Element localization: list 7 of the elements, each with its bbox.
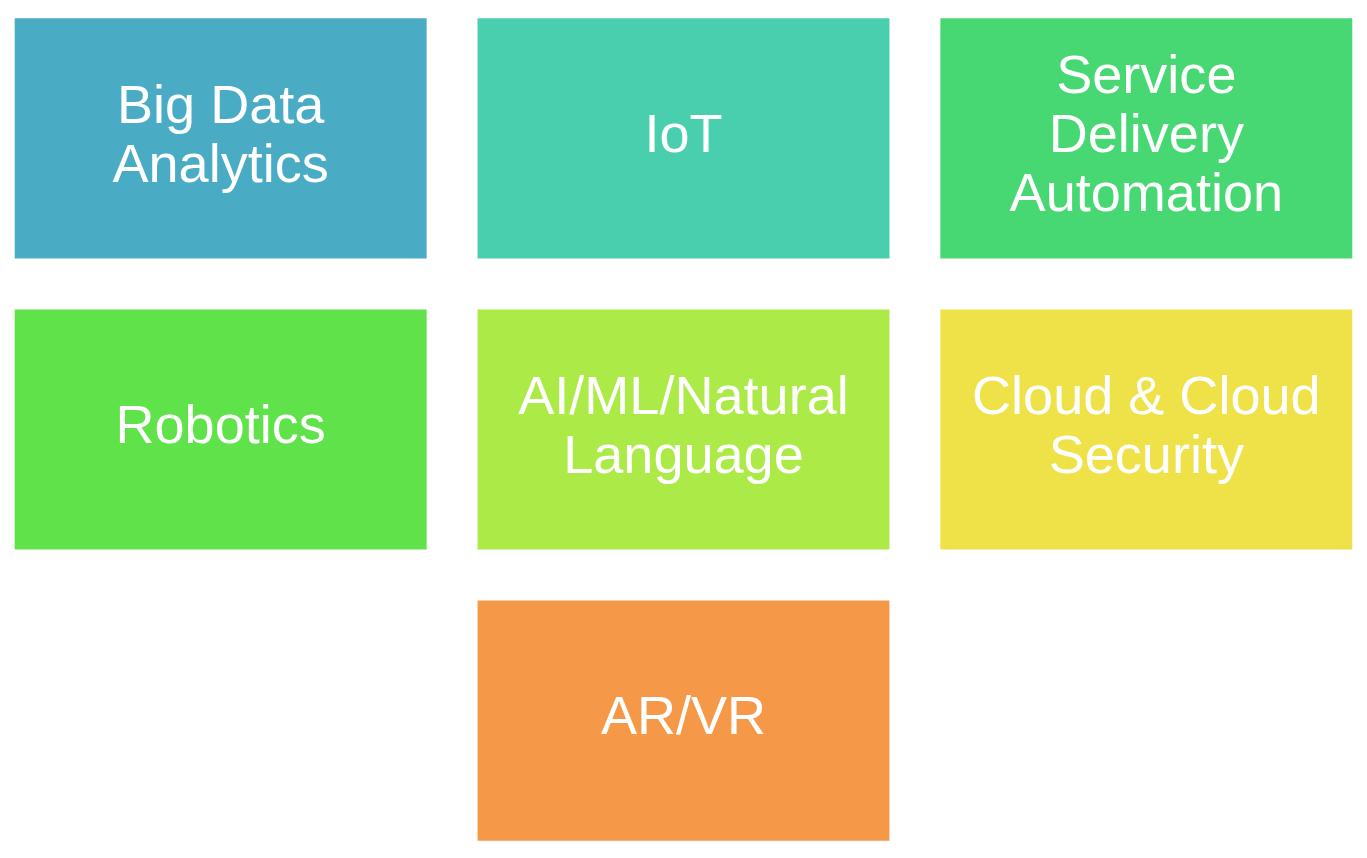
node-box: Big Data Analytics — [14, 17, 427, 258]
node-box: IoT — [477, 17, 890, 258]
node-box: Cloud & Cloud Security — [940, 308, 1353, 550]
node-box: Robotics — [14, 308, 427, 550]
node-box: Service Delivery Automation — [940, 17, 1353, 258]
node-box: AR/VR — [477, 600, 890, 841]
node-box: AI/ML/Natural Language — [477, 308, 890, 550]
